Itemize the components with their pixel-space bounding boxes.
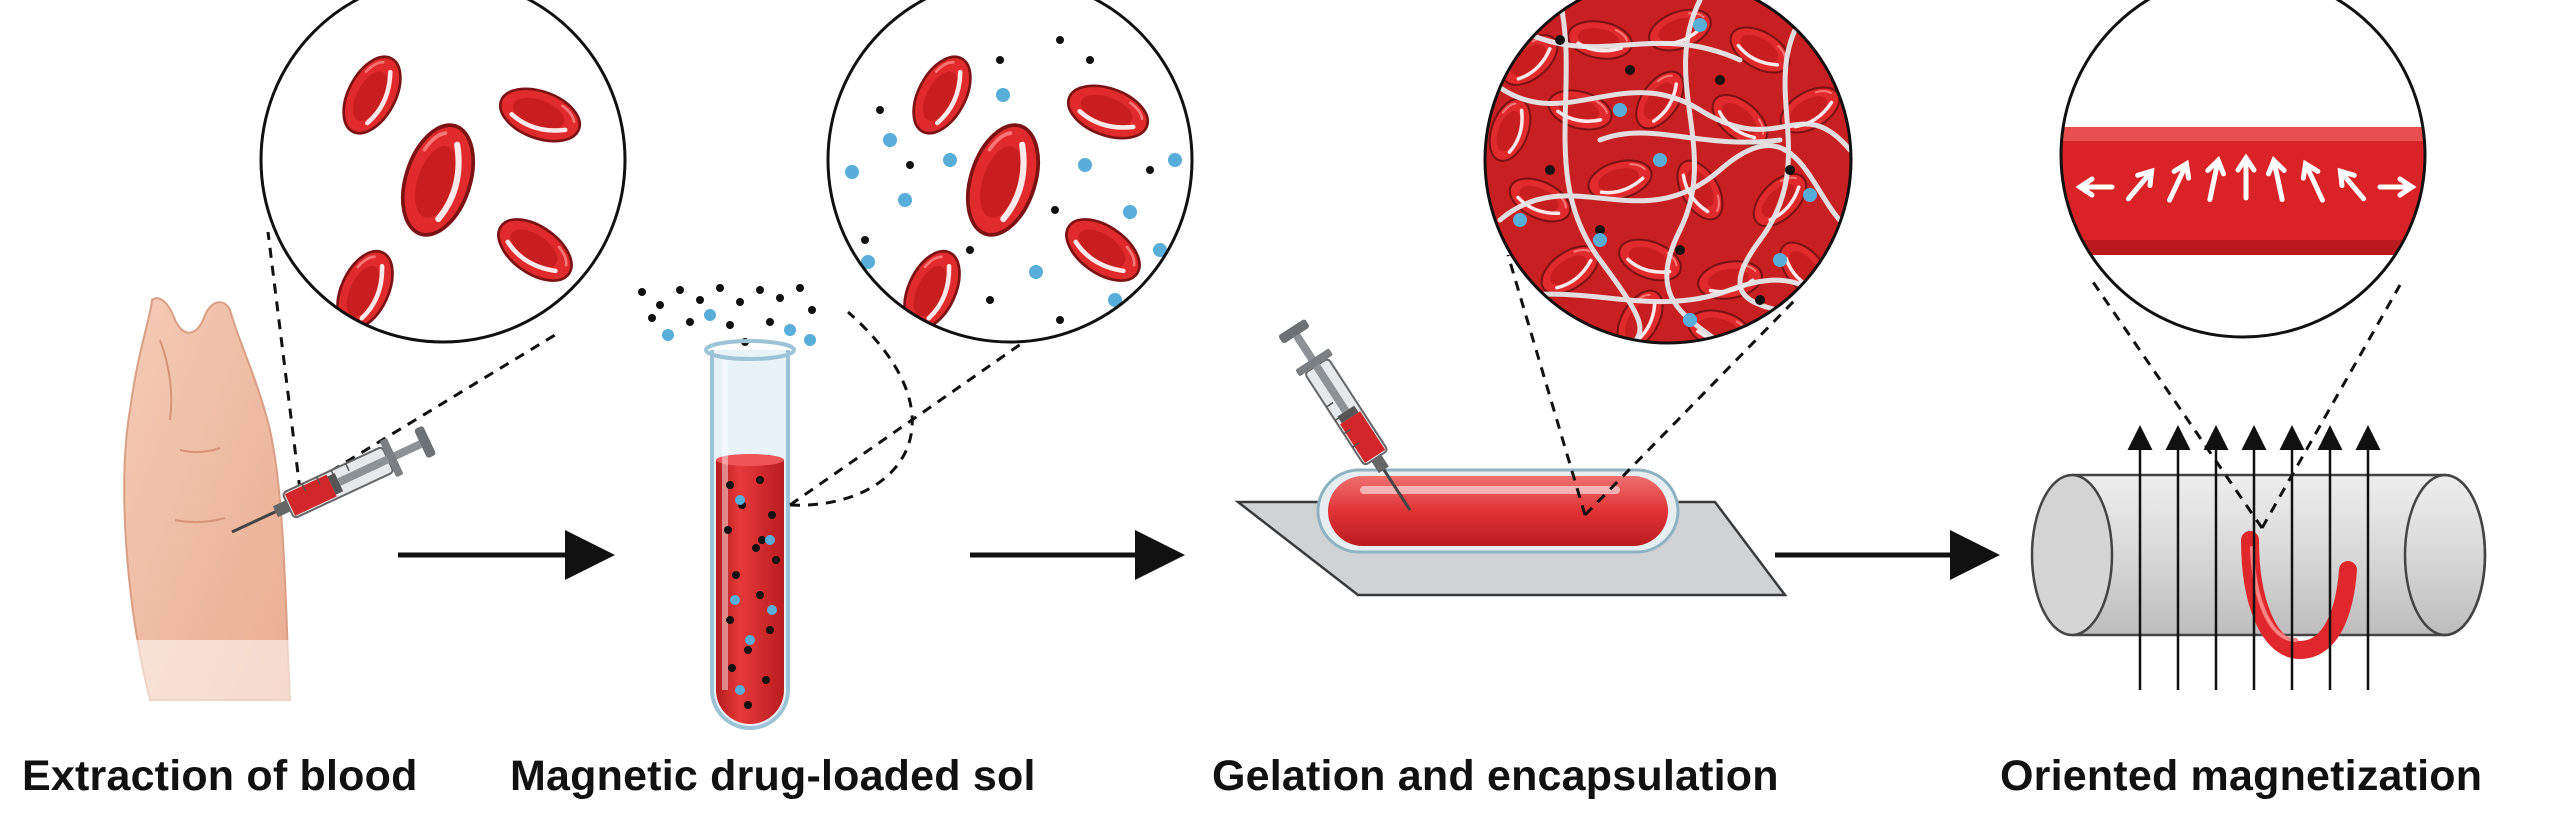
zoom-circle-magnetization bbox=[2059, 0, 2427, 339]
caption-gelation: Gelation and encapsulation bbox=[1212, 752, 1779, 800]
tube-particles bbox=[724, 476, 780, 709]
caption-extraction: Extraction of blood bbox=[22, 752, 418, 800]
caption-magnetization: Oriented magnetization bbox=[2000, 752, 2483, 800]
zoom-circle-hydrogel bbox=[1483, 0, 1853, 345]
step-sol bbox=[638, 0, 1194, 730]
magnetization-arrow-icon bbox=[2075, 153, 2417, 203]
zoom-circle-sol bbox=[826, 0, 1194, 344]
cylinder-magnet-icon bbox=[2030, 473, 2487, 660]
step-magnetization bbox=[2030, 0, 2487, 690]
step-gelation bbox=[1234, 0, 1853, 597]
paw-icon bbox=[120, 297, 320, 720]
test-tube-icon bbox=[704, 339, 796, 730]
magnetic-particle-icon bbox=[1545, 35, 1795, 305]
glass-capillary-icon bbox=[1316, 468, 1680, 554]
drug-particle-icon bbox=[845, 88, 1182, 307]
drug-particle-icon bbox=[1513, 18, 1817, 327]
zoom-circle-blood-cells bbox=[259, 0, 627, 344]
caption-sol: Magnetic drug-loaded sol bbox=[510, 752, 1036, 800]
step-extraction bbox=[120, 0, 627, 720]
